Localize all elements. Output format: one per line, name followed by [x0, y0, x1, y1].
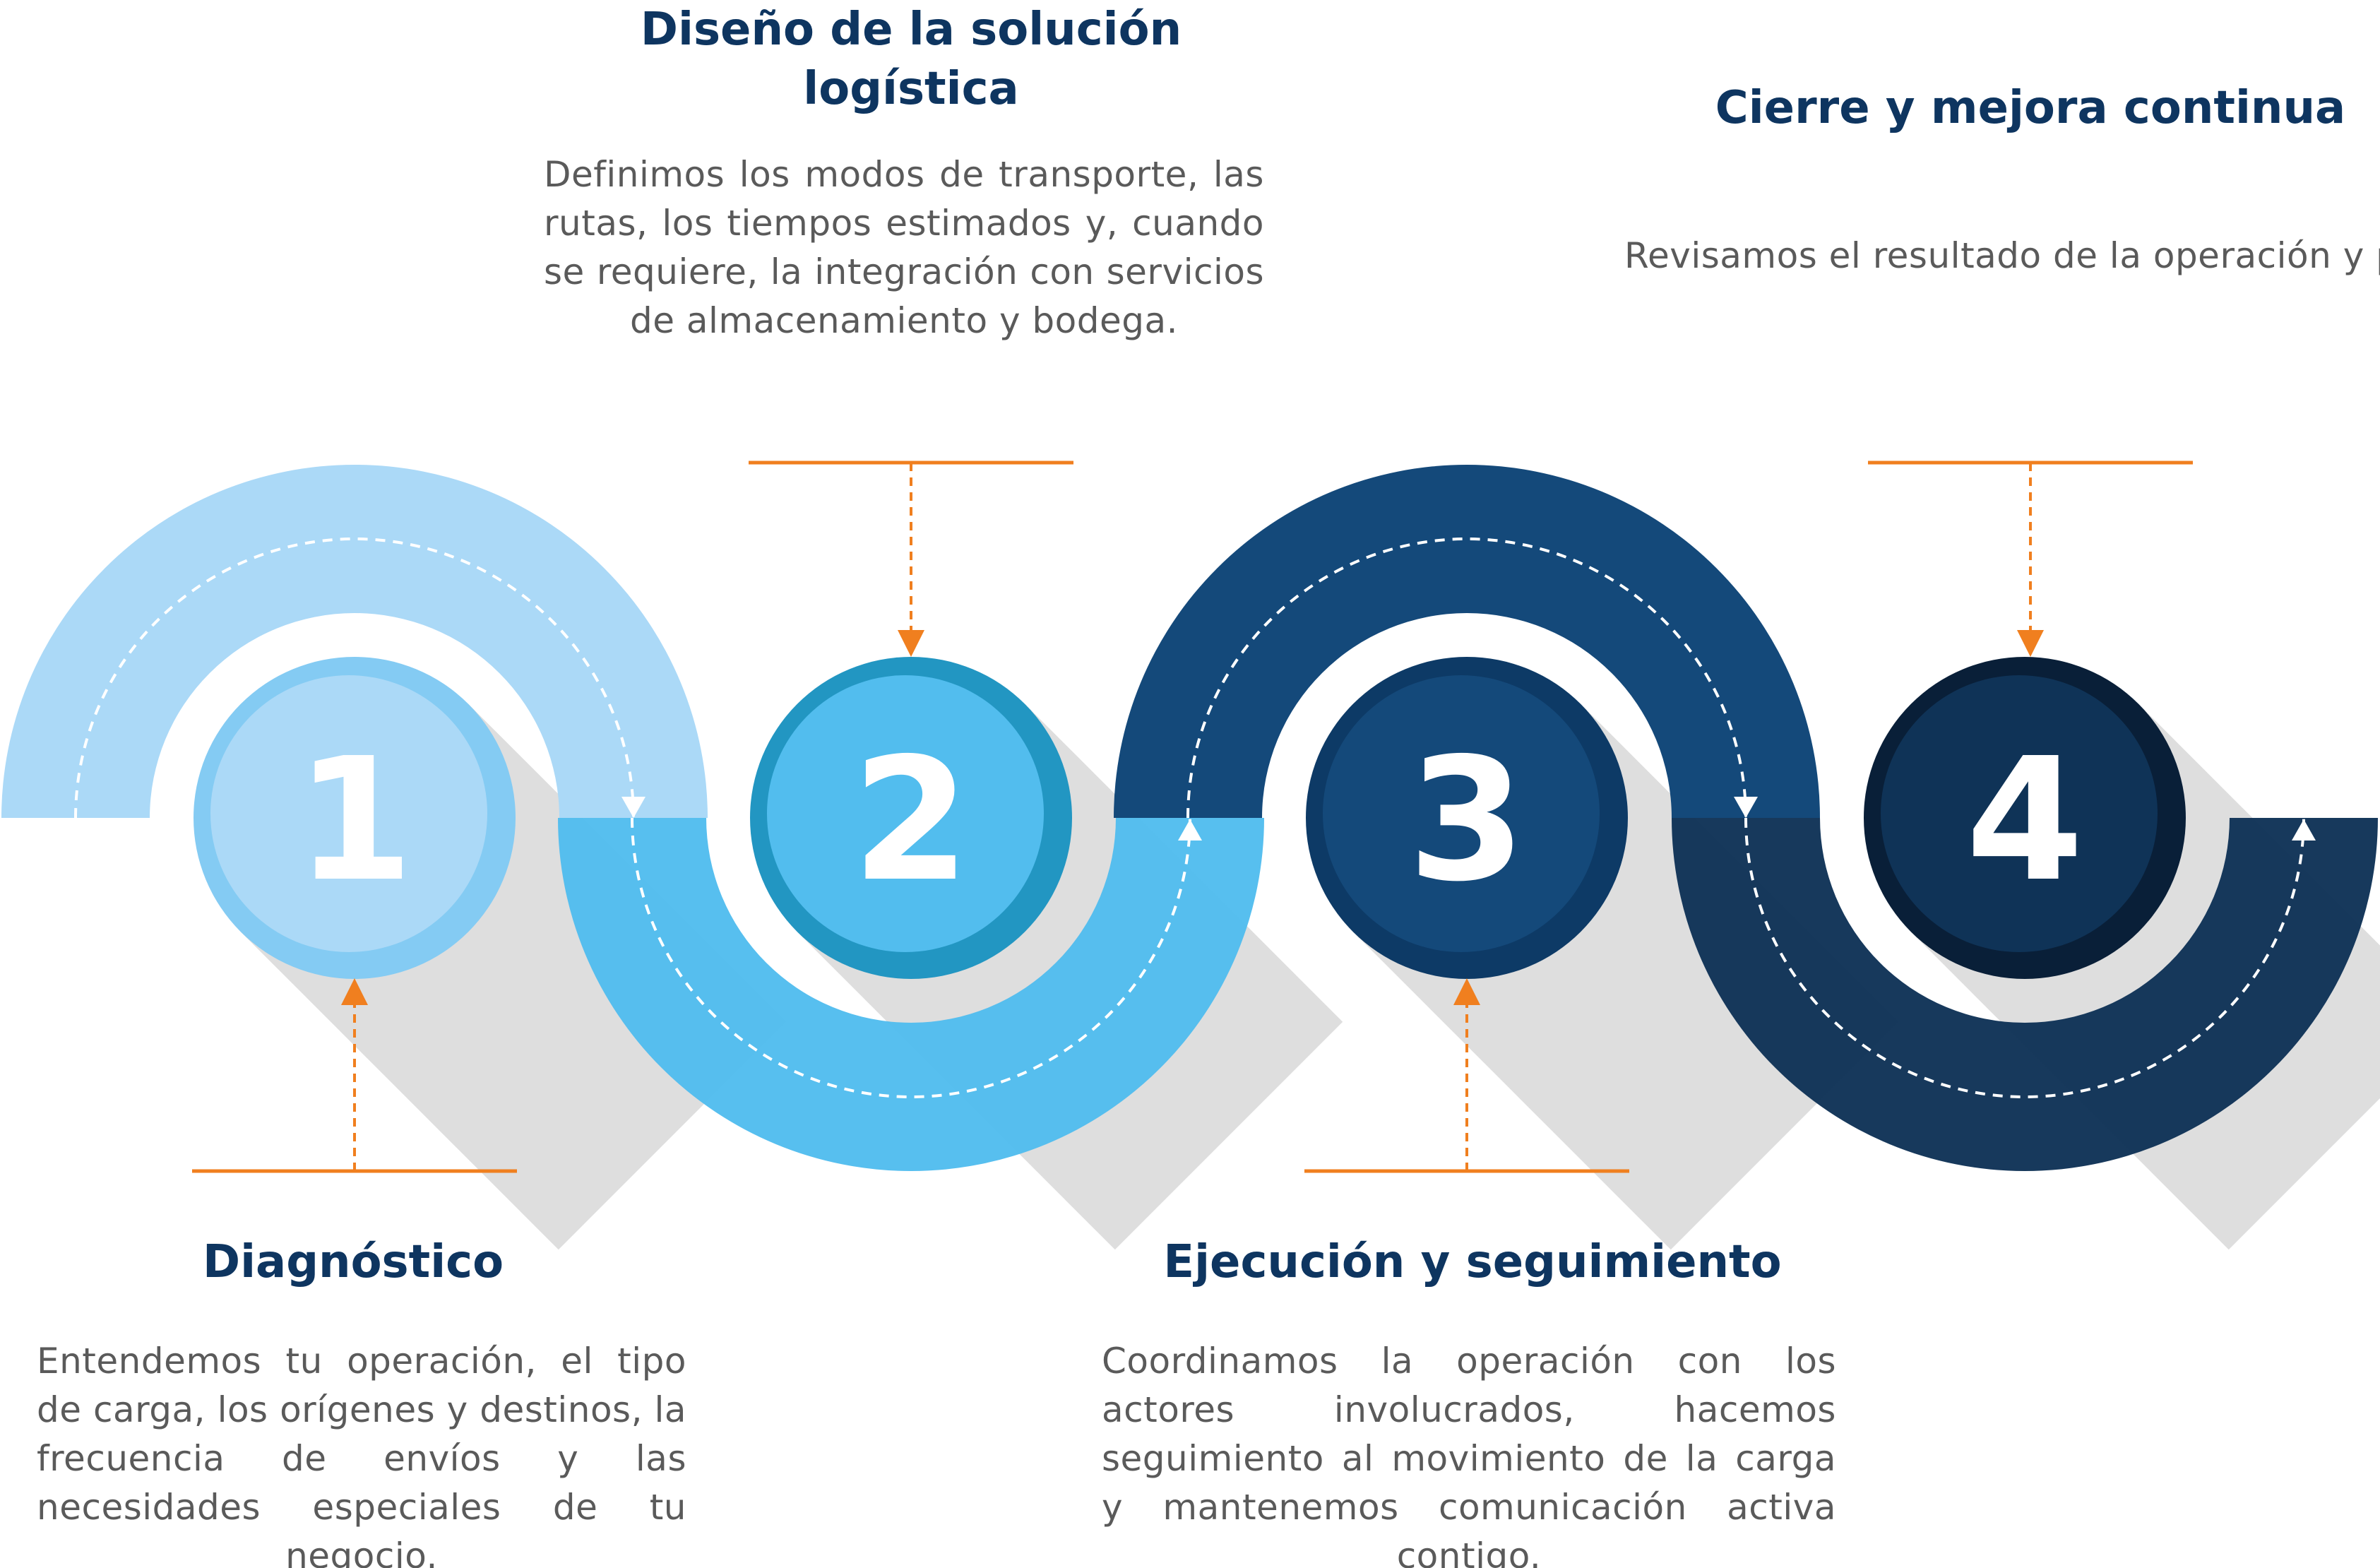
step-number-2: 2 [852, 721, 970, 919]
step-title-1: Diagnóstico [202, 1236, 504, 1288]
arrowhead-icon [621, 797, 645, 818]
step-description-3: Coordinamos la operación con los actores… [1102, 1341, 1836, 1568]
connector-2 [749, 461, 1073, 657]
circle-4-inner [1881, 675, 2158, 952]
circle-1-inner [210, 675, 487, 952]
step-circle-3: 3 [1306, 657, 1628, 979]
arrowhead-icon [2292, 819, 2316, 841]
step-title-3: Ejecución y seguimiento [1163, 1236, 1782, 1288]
arrowhead-icon [1453, 978, 1480, 1005]
arrowhead-icon [898, 630, 924, 657]
step-title-4: Cierre y mejora continua [1715, 82, 2346, 134]
circle-3-inner [1323, 675, 1600, 952]
arrowhead-icon [341, 978, 368, 1005]
connector-1 [192, 978, 517, 1173]
step-description-4: Revisamos el resultado de la operación y… [1624, 235, 2380, 276]
wave-band-2 [558, 818, 1264, 1171]
wave-band-4 [1672, 818, 2378, 1171]
wave-band-1 [1, 465, 708, 818]
connector-4 [1868, 461, 2193, 657]
step-description-1: Entendemos tu operación, el tipo de carg… [37, 1341, 686, 1568]
arrowhead-icon [1734, 797, 1758, 818]
step-circle-4: 4 [1864, 657, 2186, 979]
step-circle-2: 2 [750, 657, 1072, 979]
step-title-2: Diseño de la solución logística [640, 4, 1182, 115]
circle-2-inner [767, 675, 1044, 952]
wave-band-3 [1114, 465, 1820, 818]
step-circle-1: 1 [194, 657, 516, 979]
step-number-4: 4 [1966, 721, 2084, 919]
connector-3 [1304, 978, 1629, 1173]
step-number-1: 1 [296, 721, 414, 919]
step-number-3: 3 [1408, 721, 1526, 919]
step-description-2: Definimos los modos de transporte, las r… [544, 154, 1264, 341]
arrowhead-icon [1178, 819, 1202, 841]
arrowhead-icon [2017, 630, 2044, 657]
